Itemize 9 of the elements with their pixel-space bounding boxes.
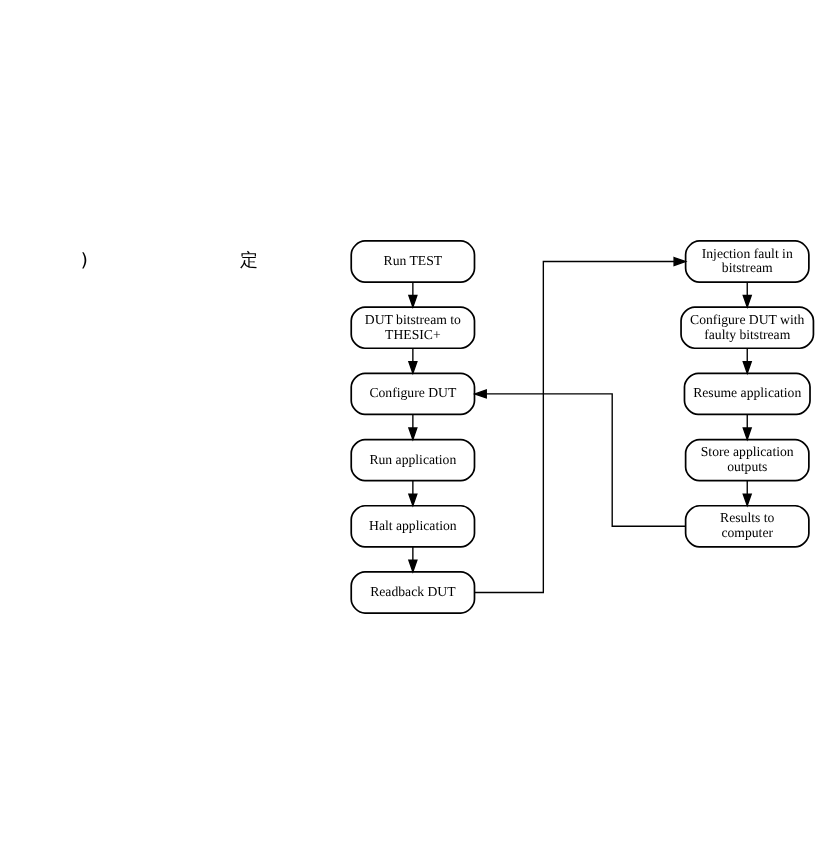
- label: 定: [238, 251, 257, 272]
- arrow: [406, 281, 417, 309]
- arrow: [471, 388, 685, 527]
- arrow: [406, 413, 417, 442]
- label: ): [79, 251, 87, 272]
- arrow: [406, 546, 417, 574]
- arrow: [472, 256, 687, 594]
- arrow: [406, 480, 417, 508]
- arrow: [406, 347, 417, 376]
